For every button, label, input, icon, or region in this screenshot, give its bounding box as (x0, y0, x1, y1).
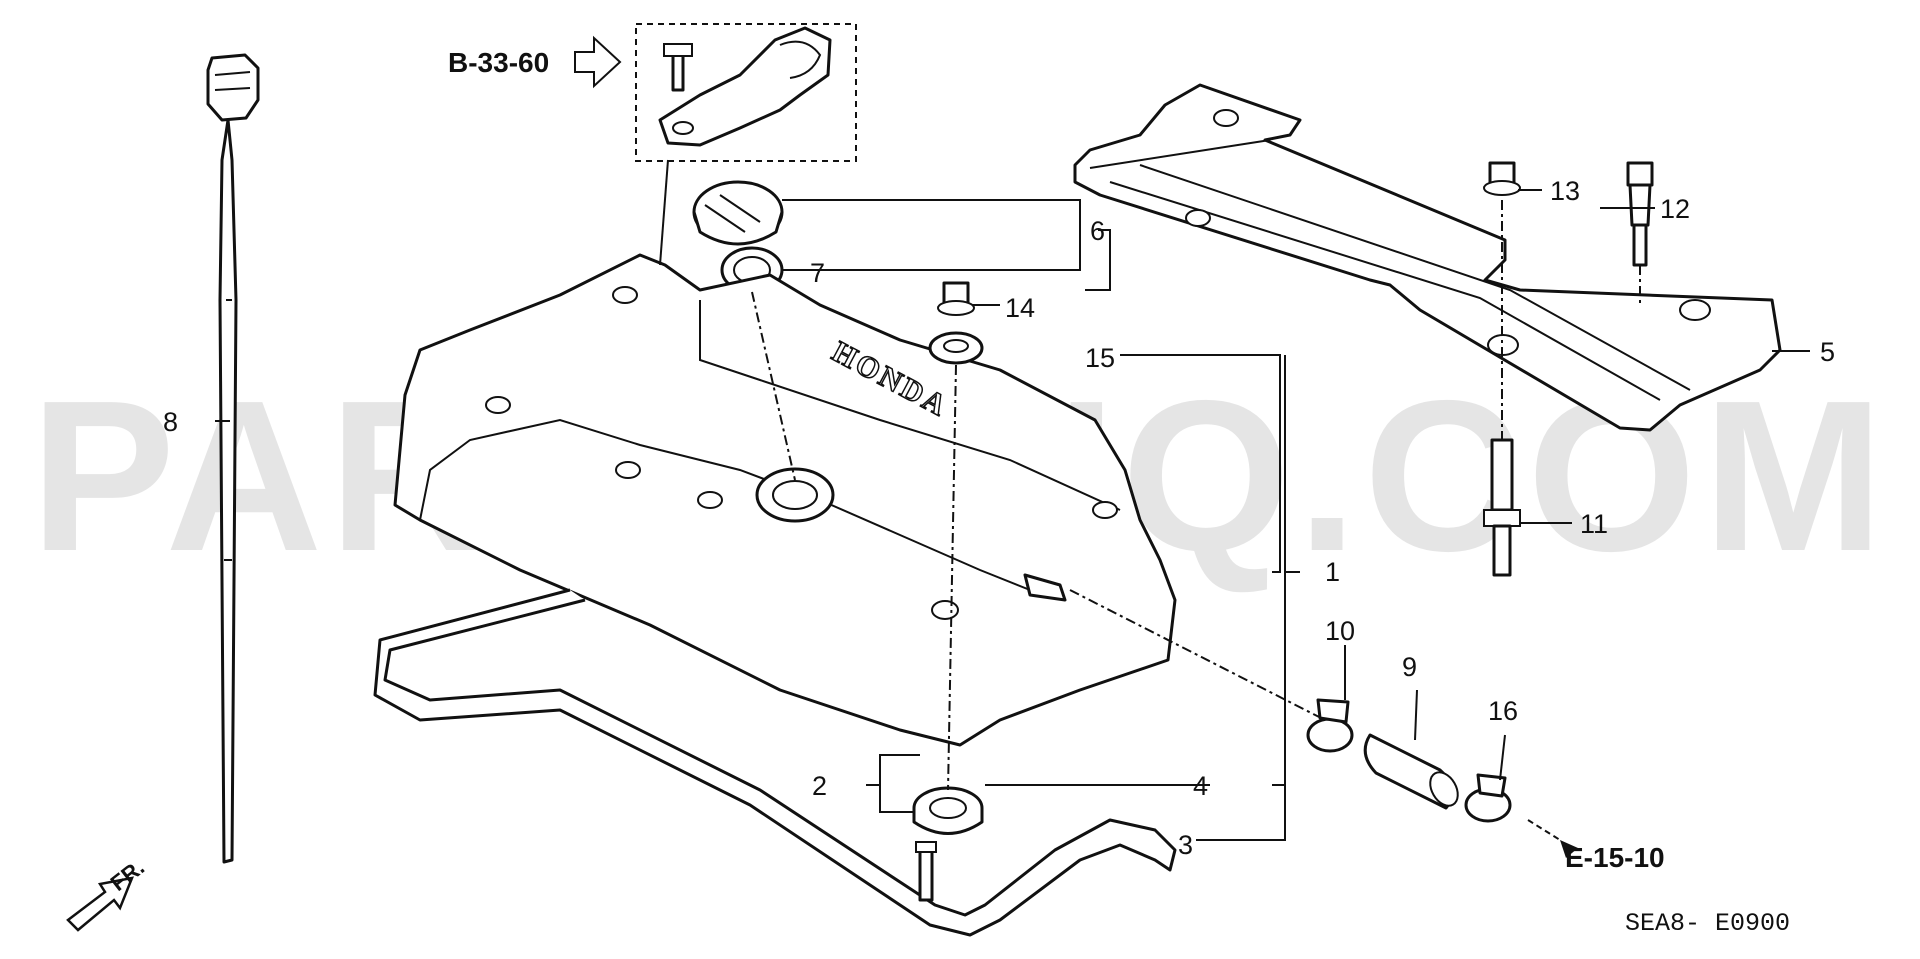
stud-bolt-11-part[interactable] (1483, 438, 1521, 577)
dipstick-part[interactable] (206, 53, 260, 864)
head-cover-gasket-part[interactable] (373, 588, 1177, 937)
spark-plug-seal-part[interactable] (912, 786, 984, 835)
reference-lower-label: E-15-10 (1565, 842, 1665, 873)
callout-5: 5 (1820, 337, 1835, 367)
reference-upper-label: B-33-60 (448, 47, 549, 78)
cylinder-head-cover-part[interactable]: HONDA (393, 253, 1177, 747)
gasket-bolt-part[interactable] (915, 841, 937, 902)
reference-upper[interactable]: B-33-60 (448, 35, 622, 89)
callout-11: 11 (1580, 509, 1608, 539)
callout-10: 10 (1325, 616, 1355, 646)
callout-3: 3 (1178, 830, 1193, 860)
callout-4: 4 (1193, 771, 1208, 801)
breather-hose-part[interactable] (1363, 733, 1463, 811)
hose-clamp-16-part[interactable] (1464, 773, 1512, 823)
callout-12: 12 (1660, 194, 1690, 224)
front-arrow-icon (66, 876, 135, 932)
engine-cover-part[interactable] (1073, 83, 1782, 432)
callout-9: 9 (1402, 652, 1417, 682)
reference-lower-arrow-icon (1560, 840, 1578, 858)
leader-lines (215, 159, 1810, 841)
flange-nut-14-part[interactable] (937, 281, 975, 316)
bracket-part[interactable] (635, 23, 857, 162)
bolt-12-part[interactable] (1626, 161, 1654, 267)
reference-upper-arrow-icon (574, 35, 622, 89)
oil-filler-cap-part[interactable] (692, 180, 784, 246)
callout-1: 1 (1325, 557, 1340, 587)
callout-14: 14 (1005, 293, 1035, 323)
callout-16: 16 (1488, 696, 1518, 726)
callout-8: 8 (163, 407, 178, 437)
front-direction-indicator: FR. (66, 854, 149, 932)
rubber-washer-15-part[interactable] (928, 331, 984, 365)
callout-6: 6 (1090, 216, 1105, 246)
callout-2: 2 (812, 771, 827, 801)
reference-lower[interactable]: E-15-10 (1560, 840, 1665, 873)
drawing-code: SEA8- E0900 (1625, 909, 1790, 938)
callout-13: 13 (1550, 176, 1580, 206)
callout-15: 15 (1085, 343, 1115, 373)
flange-nut-13-part[interactable] (1483, 161, 1521, 196)
hose-clamp-10-part[interactable] (1306, 698, 1354, 753)
callout-7: 7 (810, 258, 825, 288)
callouts: 1 2 3 4 5 6 7 8 9 10 11 12 13 14 15 16 (163, 176, 1835, 860)
